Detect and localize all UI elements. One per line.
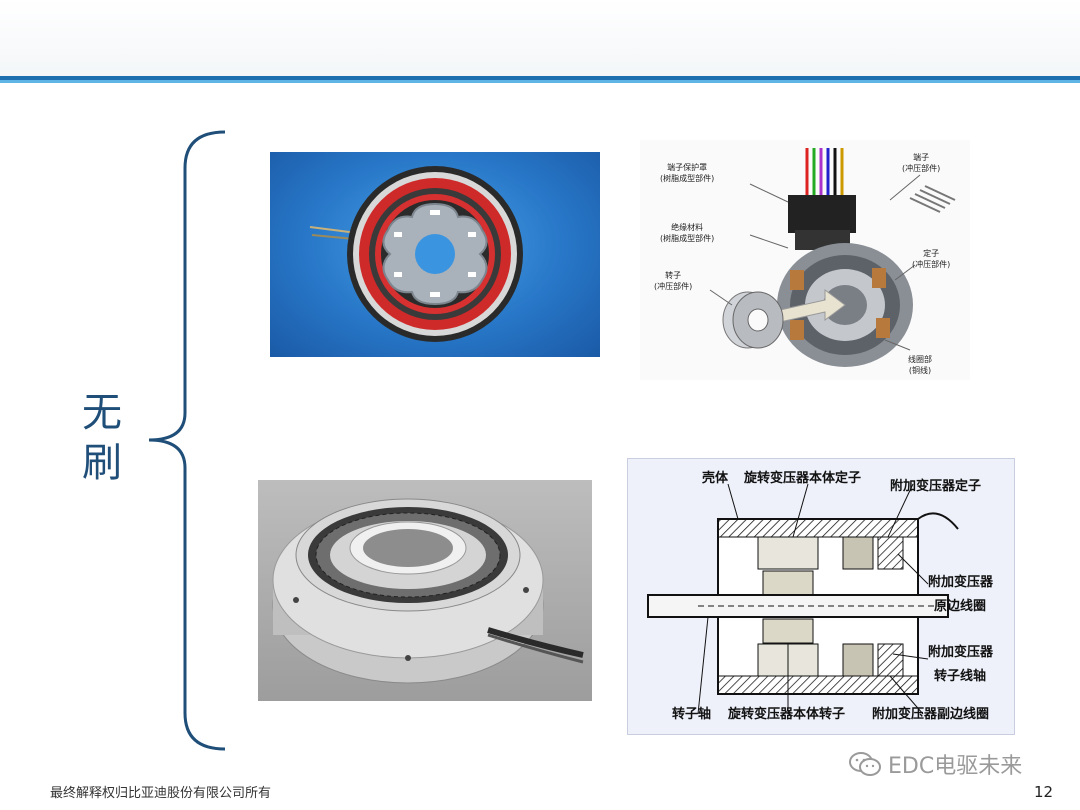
watermark: EDC电驱未来 [848, 750, 1023, 779]
brushless-label: 无刷 [82, 390, 122, 486]
label-terminal-cover: 端子保护罩 (树脂成型部件) [660, 163, 715, 183]
label-stator: 定子 (冲压部件) [912, 249, 951, 269]
stator-photo [270, 152, 600, 357]
header-rule-light [0, 80, 1080, 83]
label-winding: 线圈部 (铜线) [908, 355, 932, 375]
copyright-footer: 最终解释权归比亚迪股份有限公司所有 [50, 786, 272, 801]
curly-brace [148, 130, 226, 751]
label-aux-secondary: 附加变压器副边线圈 [872, 707, 990, 722]
header-band [0, 0, 1080, 78]
label-insulation: 绝缘材料 (树脂成型部件) [660, 223, 715, 243]
label-shaft: 转子轴 [672, 707, 712, 722]
label-aux-primary-1: 附加变压器 [928, 575, 994, 590]
label-resolver-rotor: 旋转变压器本体转子 [728, 707, 846, 722]
resolver-cross-section: 壳体 旋转变压器本体定子 附加变压器定子 附加变压器 原边线圈 附加变压器 转子… [627, 458, 1015, 735]
label-aux-rotor-2: 转子线轴 [934, 669, 987, 684]
wechat-icon [849, 752, 881, 776]
watermark-text: EDC电驱未来 [888, 754, 1023, 779]
label-terminal: 端子 (冲压部件) [902, 153, 941, 173]
header-rule [0, 76, 1080, 80]
page-number: 12 [1034, 783, 1054, 801]
label-rotor: 转子 (冲压部件) [654, 271, 693, 291]
label-aux-stator: 附加变压器定子 [890, 479, 982, 494]
label-housing: 壳体 [702, 471, 729, 486]
exploded-motor-diagram: 端子保护罩 (树脂成型部件) 绝缘材料 (树脂成型部件) 转子 (冲压部件) 端… [640, 140, 970, 380]
label-resolver-stator: 旋转变压器本体定子 [744, 471, 862, 486]
ring-stator-photo [258, 480, 592, 701]
label-aux-primary-2: 原边线圈 [934, 599, 987, 614]
label-aux-rotor-1: 附加变压器 [928, 645, 994, 660]
